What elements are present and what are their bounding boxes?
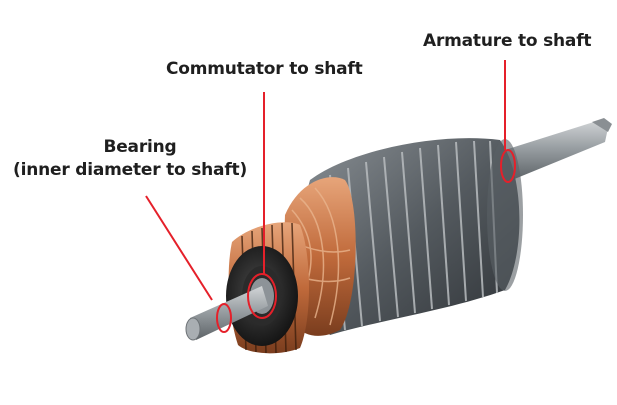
- shaft-right: [505, 118, 612, 180]
- armature-to-shaft-label: Armature to shaft: [423, 31, 592, 51]
- bearing-label: Bearing: [103, 137, 177, 157]
- callout-bearing-to-shaft: [145, 195, 232, 333]
- bearing-detail-label: (inner diameter to shaft): [13, 160, 248, 180]
- callout-commutator-to-shaft: [247, 92, 277, 319]
- callout-armature-to-shaft: [500, 60, 516, 183]
- commutator-to-shaft-label: Commutator to shaft: [166, 59, 363, 79]
